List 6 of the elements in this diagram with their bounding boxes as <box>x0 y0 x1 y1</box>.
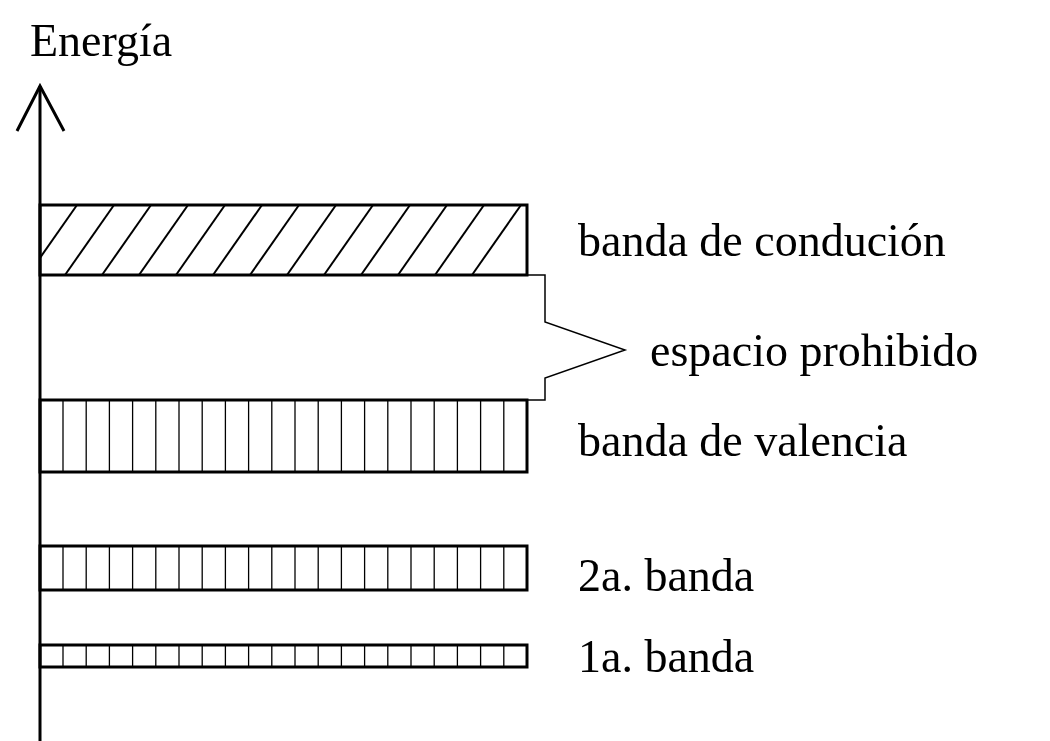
band-label: 2a. banda <box>578 553 755 599</box>
axis-label: Energía <box>30 18 173 64</box>
band-label: banda de condución <box>578 218 946 264</box>
band-label: banda de valencia <box>578 418 908 464</box>
band-label: 1a. banda <box>578 634 755 680</box>
gap-label: espacio prohibido <box>650 328 979 374</box>
